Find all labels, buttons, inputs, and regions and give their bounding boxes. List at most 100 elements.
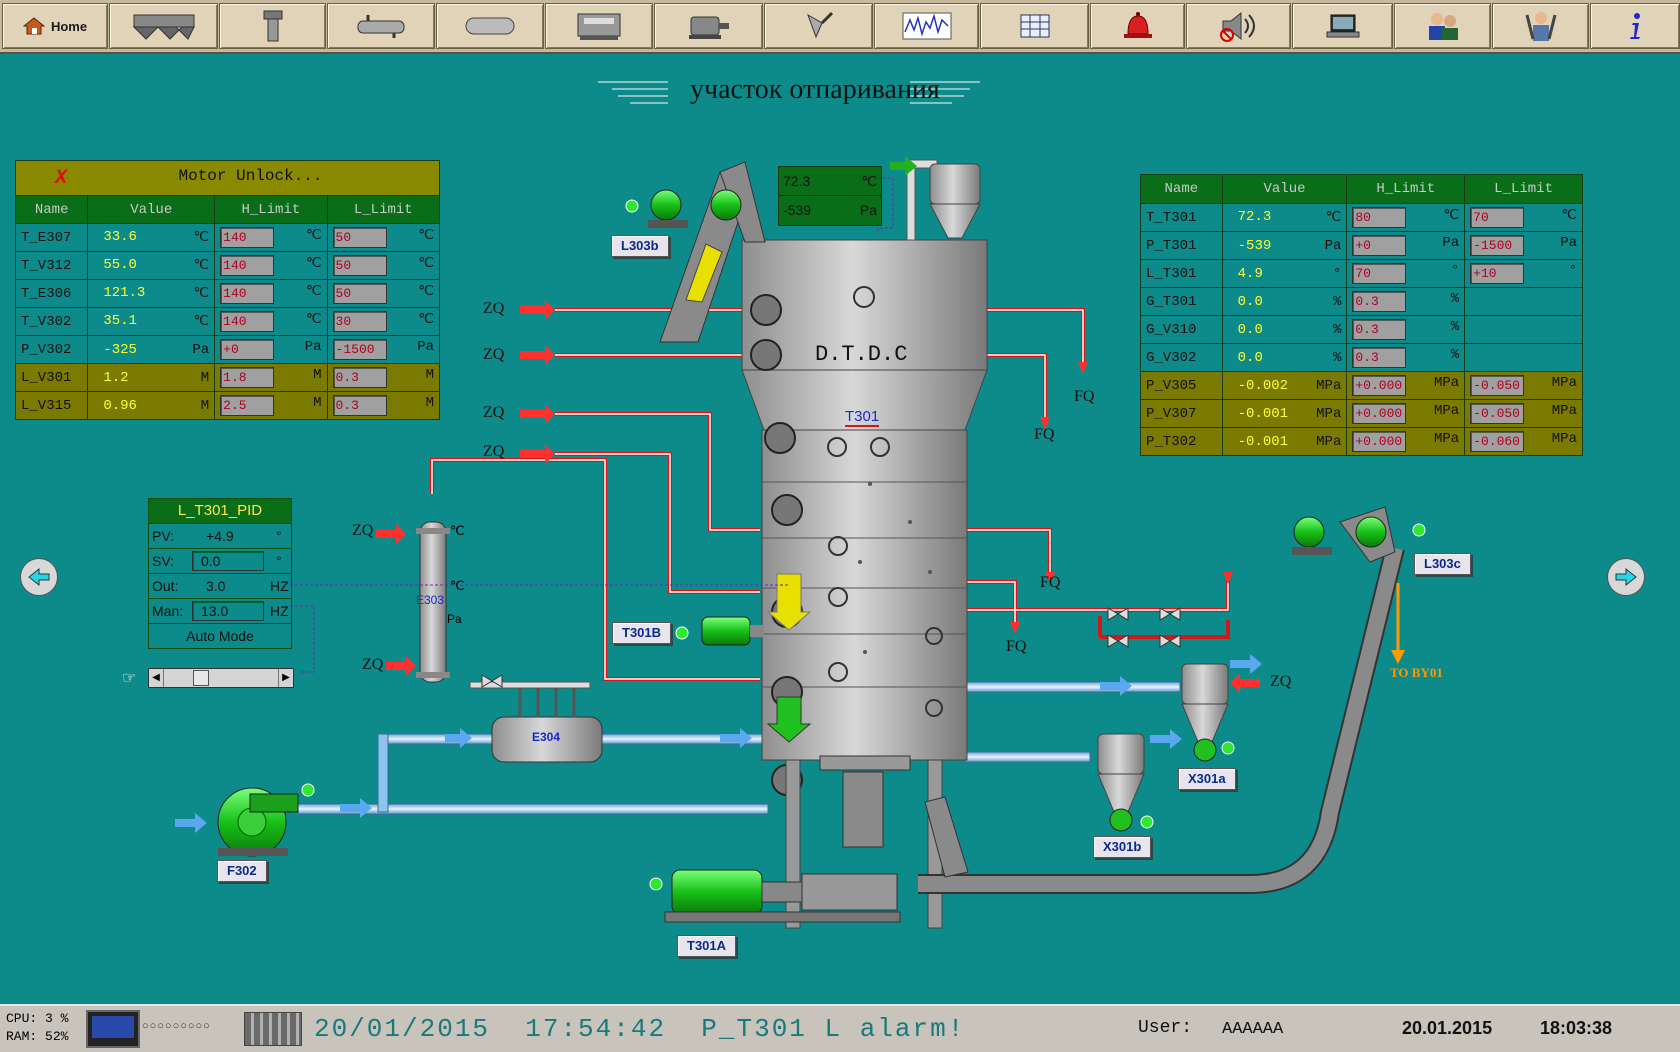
tag-name: P_V305 [1140, 371, 1223, 400]
tag-name: T_V302 [14, 307, 89, 336]
engineer-button[interactable] [1492, 3, 1589, 49]
h-limit-input[interactable]: 140 [220, 255, 275, 276]
tag-value-cell: 35.1℃ [87, 307, 216, 336]
x301a-button[interactable]: X301a [1178, 768, 1236, 790]
h-limit-input[interactable]: 140 [220, 311, 275, 332]
h-limit-input[interactable]: 70 [1352, 263, 1407, 284]
alarm-time: 17:54:42 [525, 1014, 667, 1044]
slider-left-button[interactable]: ◀ [149, 669, 164, 687]
tag-unit: % [1332, 321, 1342, 338]
tank-button[interactable] [219, 3, 326, 49]
zq-label: ZQ [362, 656, 384, 673]
horizontal-tank-button[interactable] [436, 3, 544, 49]
computer-button[interactable] [1292, 3, 1393, 49]
l-limit-input[interactable]: -1500 [1470, 235, 1525, 256]
slider-thumb[interactable] [193, 670, 210, 686]
l-limit-input[interactable]: 0.3 [332, 367, 387, 388]
x301b-button[interactable]: X301b [1093, 836, 1152, 858]
l-limit-input[interactable]: 50 [332, 227, 387, 248]
h-limit-input[interactable]: +0 [1352, 235, 1407, 256]
e303-label[interactable]: E303 [416, 593, 445, 607]
close-x-icon[interactable]: X [55, 166, 68, 190]
h-limit-input[interactable]: 1.8 [220, 367, 275, 388]
h-limit-input[interactable]: 140 [220, 227, 275, 248]
l-limit-input[interactable]: 50 [332, 255, 387, 276]
h-limit-input[interactable]: +0.000 [1352, 375, 1407, 396]
h-limit-input[interactable]: 0.3 [1352, 319, 1407, 340]
alarm-message[interactable]: P_T301 L alarm! [701, 1014, 966, 1044]
l-limit-input[interactable]: 0.3 [332, 395, 387, 416]
h-limit-input[interactable]: 0.3 [1352, 347, 1407, 368]
cpu-value: 3 % [45, 1011, 69, 1026]
tag-unit: Pa [417, 339, 434, 355]
l-limit-input[interactable]: -0.050 [1470, 403, 1525, 424]
sv-label: SV: [152, 553, 175, 569]
computer-icon [1326, 14, 1359, 38]
heat-exchanger-button[interactable] [327, 3, 435, 49]
h-limit-input[interactable]: 140 [220, 283, 275, 304]
tag-unit: MPa [1316, 405, 1342, 422]
tag-unit: Pa [1324, 237, 1342, 254]
l-limit-input[interactable]: -1500 [332, 339, 387, 360]
top-cyclone [890, 156, 981, 241]
info-button[interactable] [1590, 3, 1680, 49]
f302-button[interactable]: F302 [217, 860, 267, 882]
t301a-button[interactable]: T301A [677, 935, 737, 957]
info-icon [1630, 13, 1640, 39]
silo-button[interactable] [109, 3, 218, 49]
users-button[interactable] [1394, 3, 1491, 49]
next-page-button[interactable] [1607, 558, 1645, 596]
h-limit-input[interactable]: 0.3 [1352, 291, 1407, 312]
alarm-button[interactable] [1090, 3, 1185, 49]
l-limit-input[interactable]: -0.060 [1470, 431, 1525, 452]
press-button[interactable] [545, 3, 653, 49]
l-limit-input[interactable]: 30 [332, 311, 387, 332]
home-button[interactable]: Home [2, 3, 108, 49]
manual-slider[interactable]: ◀ ▶ [148, 668, 294, 688]
e304-label[interactable]: E304 [532, 730, 561, 744]
l-limit-cell: 50℃ [326, 251, 441, 280]
arrow-left-icon [28, 567, 50, 587]
motor-button[interactable] [654, 3, 763, 49]
h-limit-cell: 140℃ [214, 223, 328, 252]
valve-button[interactable] [764, 3, 873, 49]
trend-button[interactable] [874, 3, 979, 49]
tag-unit: Pa [192, 341, 210, 358]
tag-unit: ℃ [418, 284, 434, 300]
h-limit-input[interactable]: +0.000 [1352, 403, 1407, 424]
l-limit-input[interactable]: 70 [1470, 207, 1525, 228]
files-icon[interactable] [244, 1012, 302, 1046]
mode-button[interactable]: Auto Mode [186, 628, 254, 644]
col-header-name: Name [14, 195, 89, 224]
status-bar: CPU: 3 % RAM: 52% ○○○○○○○○○ 20/01/2015 1… [0, 1004, 1680, 1052]
l-limit-input[interactable]: -0.050 [1470, 375, 1525, 396]
tag-unit: ℃ [418, 228, 434, 244]
e303-exchanger [416, 521, 450, 683]
table-button[interactable] [980, 3, 1089, 49]
motor-unlock-row[interactable]: X Motor Unlock... [15, 160, 440, 196]
column-tag[interactable]: T301 [845, 408, 880, 427]
h-limit-input[interactable]: 80 [1352, 207, 1407, 228]
h-limit-input[interactable]: +0 [220, 339, 275, 360]
l-limit-input[interactable]: +10 [1470, 263, 1525, 284]
l303c-button[interactable]: L303c [1414, 553, 1471, 575]
monitor-icon[interactable] [86, 1010, 140, 1048]
t301b-button[interactable]: T301B [612, 622, 672, 644]
mute-button[interactable] [1186, 3, 1291, 49]
tag-name: T_E307 [14, 223, 89, 252]
tag-unit: MPa [1433, 375, 1460, 391]
tag-name: T_T301 [1140, 203, 1223, 232]
h-limit-input[interactable]: 2.5 [220, 395, 275, 416]
l303b-button[interactable]: L303b [611, 235, 669, 257]
man-input[interactable]: 13.0 [192, 601, 264, 621]
h-limit-input[interactable]: +0.000 [1352, 431, 1407, 452]
heat-exchanger-icon [357, 15, 405, 38]
slider-right-button[interactable]: ▶ [278, 669, 293, 687]
prev-page-button[interactable] [20, 558, 58, 596]
sv-input[interactable]: 0.0 [192, 551, 264, 571]
l-limit-input[interactable]: 50 [332, 283, 387, 304]
